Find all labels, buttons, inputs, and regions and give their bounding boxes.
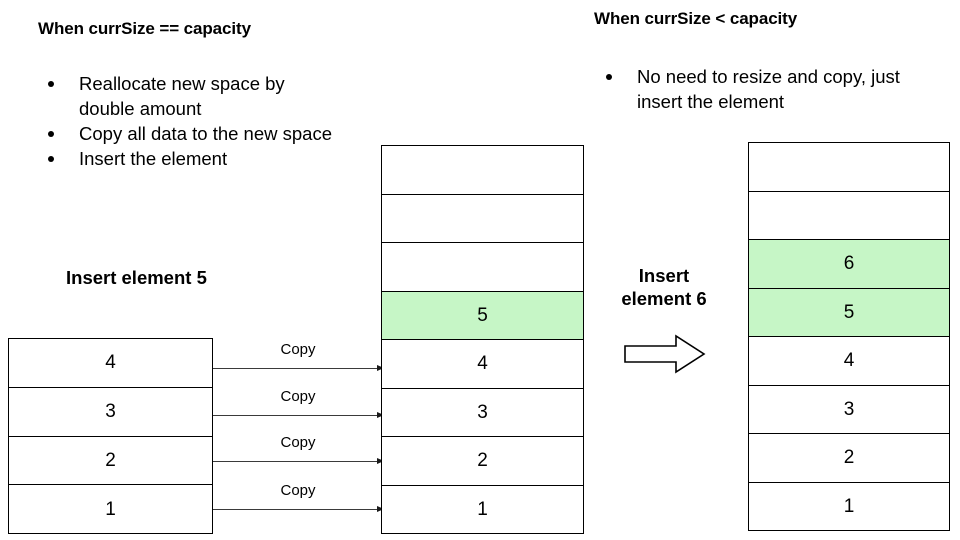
source-array: 4 3 2 1 [8,338,213,534]
list-item: Insert the element [42,146,342,171]
insert-element-6-caption: Insert element 6 [621,265,707,309]
right-block-arrow-icon [624,334,706,374]
table-row: 2 [9,436,212,486]
list-item-label: No need to resize and copy, just insert … [637,66,900,112]
copy-arrow-2: Copy [213,388,384,418]
copy-arrow-3: Copy [213,434,384,464]
copy-arrow-label: Copy [280,482,316,499]
copy-arrow-icon [213,509,383,510]
table-row [749,191,949,240]
copy-arrow-head-icon [377,505,384,512]
list-item: No need to resize and copy, just insert … [600,64,910,114]
table-row [382,243,583,292]
table-row: 4 [9,339,212,388]
copy-arrow-label: Copy [280,388,316,405]
bullet-dot-icon [606,74,612,80]
insert-element-5-caption: Insert element 5 [66,267,207,288]
copy-arrow-label: Copy [280,434,316,451]
table-row [382,194,583,243]
table-row: 4 [382,340,583,389]
copy-arrow-4: Copy [213,482,384,512]
table-row: 3 [9,387,212,437]
bullet-dot-icon [48,81,54,87]
table-row [749,143,949,192]
list-item-label: Insert the element [79,148,228,169]
bullet-dot-icon [48,156,54,162]
table-row: 2 [749,434,949,483]
table-row-highlighted: 6 [749,240,949,289]
right-panel-heading: When currSize < capacity [594,9,798,28]
table-row [382,146,583,195]
left-panel-heading: When currSize == capacity [38,19,251,38]
bullet-dot-icon [48,131,54,137]
new-array: 5 4 3 2 1 [381,145,584,534]
list-item: Copy all data to the new space [42,121,342,146]
table-row-highlighted: 5 [749,288,949,337]
copy-arrow-1: Copy [213,341,384,371]
left-panel-bullet-list: Reallocate new space by double amount Co… [42,71,342,171]
copy-arrow-head-icon [377,457,384,464]
copy-arrow-label: Copy [280,341,316,358]
right-panel-bullet-list: No need to resize and copy, just insert … [600,64,910,114]
capacity-array: 6 5 4 3 2 1 [748,142,950,531]
copy-arrow-head-icon [377,364,384,371]
table-row: 3 [749,385,949,434]
table-row: 3 [382,388,583,437]
table-row: 4 [749,337,949,386]
list-item-label: Copy all data to the new space [79,123,332,144]
copy-arrow-icon [213,368,383,369]
table-row-highlighted: 5 [382,291,583,340]
copy-arrow-icon [213,461,383,462]
table-row: 1 [382,485,583,534]
table-row: 1 [749,482,949,531]
copy-arrow-head-icon [377,411,384,418]
copy-arrow-icon [213,415,383,416]
list-item: Reallocate new space by double amount [42,71,342,121]
list-item-label: Reallocate new space by double amount [79,73,285,119]
table-row: 1 [9,485,212,534]
table-row: 2 [382,437,583,486]
